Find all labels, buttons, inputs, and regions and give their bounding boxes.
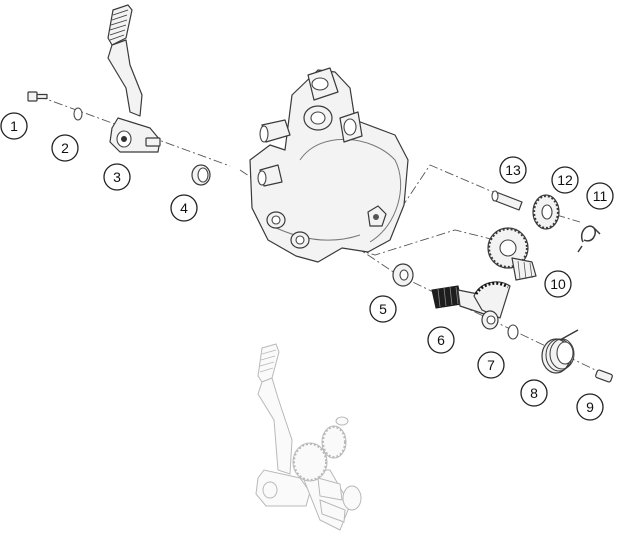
callout-7-label: 7 (487, 357, 495, 373)
part-circlip (577, 225, 601, 253)
part-kick-starter-lever (107, 4, 161, 153)
callout-8-label: 8 (530, 385, 538, 401)
part-thrust-washer (392, 263, 414, 287)
callout-5: 5 (369, 295, 397, 323)
callout-2-label: 2 (61, 140, 69, 156)
callout-6-label: 6 (437, 332, 445, 348)
part-screw (27, 91, 48, 102)
callout-8: 8 (520, 379, 548, 407)
callout-13: 13 (499, 156, 527, 184)
part-kick-starter-shaft (431, 281, 511, 330)
callout-11: 11 (586, 182, 614, 210)
callout-5-label: 5 (379, 301, 387, 317)
callout-1-label: 1 (10, 118, 18, 134)
callout-1: 1 (0, 112, 28, 140)
callout-4: 4 (170, 194, 198, 222)
callout-2: 2 (51, 134, 79, 162)
part-washer (73, 107, 83, 121)
assembled-preview-illustration (255, 343, 362, 531)
part-kick-starter-gear (532, 194, 560, 230)
callout-10: 10 (544, 270, 572, 298)
part-torsion-spring (541, 329, 579, 374)
callout-13-label: 13 (505, 162, 521, 178)
callout-9-label: 9 (586, 399, 594, 415)
callout-11-label: 11 (593, 188, 608, 204)
callout-10-label: 10 (550, 276, 566, 292)
callout-7: 7 (477, 351, 505, 379)
part-washer-small (507, 324, 519, 340)
callout-12: 12 (551, 166, 579, 194)
part-shaft-pin (491, 190, 523, 211)
callout-9: 9 (576, 393, 604, 421)
callout-3-label: 3 (113, 169, 121, 185)
part-engine-cover-housing (249, 67, 409, 263)
callout-12-label: 12 (557, 172, 573, 188)
callout-4-label: 4 (180, 200, 188, 216)
part-idler-gear (487, 227, 537, 281)
part-pin (595, 369, 613, 383)
callout-3: 3 (103, 163, 131, 191)
part-shaft-seal (191, 164, 211, 186)
callout-6: 6 (427, 326, 455, 354)
